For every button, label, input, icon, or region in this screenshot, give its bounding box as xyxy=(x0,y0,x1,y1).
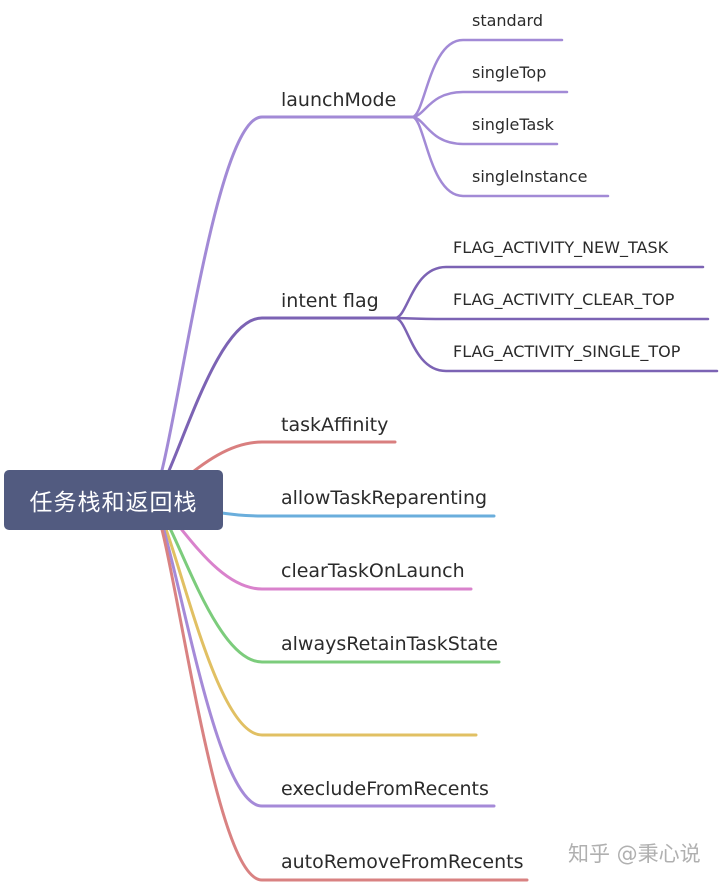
root-topic-label: 任务栈和返回栈 xyxy=(29,490,198,516)
topic-launchmode[interactable]: launchMode xyxy=(281,89,397,111)
topic-alwaysretaintaskstate[interactable]: alwaysRetainTaskState xyxy=(281,633,498,655)
subtopic-flag-clear-top[interactable]: FLAG_ACTIVITY_CLEAR_TOP xyxy=(453,290,675,309)
child-connector-0-0 xyxy=(410,38,564,119)
subtopic-singleinstance[interactable]: singleInstance xyxy=(472,167,588,186)
subtopic-singletask[interactable]: singleTask xyxy=(472,115,554,134)
subtopic-flag-single-top[interactable]: FLAG_ACTIVITY_SINGLE_TOP xyxy=(453,342,681,361)
subtopic-flag-new-task[interactable]: FLAG_ACTIVITY_NEW_TASK xyxy=(453,238,669,257)
topic-taskaffinity[interactable]: taskAffinity xyxy=(281,414,389,436)
topic-intent-flag[interactable]: intent flag xyxy=(281,290,379,312)
topic-allowtaskreparenting[interactable]: allowTaskReparenting xyxy=(281,487,488,509)
topic-cleartaskonlaunch[interactable]: clearTaskOnLaunch xyxy=(281,560,465,582)
child-connector-0-1 xyxy=(410,90,569,119)
child-connector-0-3 xyxy=(410,115,610,198)
root-topic[interactable]: 任务栈和返回栈 xyxy=(4,470,223,530)
watermark: 知乎 @秉心说 xyxy=(568,842,701,866)
subtopic-standard[interactable]: standard xyxy=(472,11,543,30)
child-connector-1-0 xyxy=(393,265,705,320)
branch-connector-6 xyxy=(148,498,478,737)
child-connector-1-1 xyxy=(393,316,710,321)
topic-execludefromrecents[interactable]: execludeFromRecents xyxy=(281,778,489,800)
child-connector-1-2 xyxy=(393,316,719,373)
subtopic-singletop[interactable]: singleTop xyxy=(472,63,547,82)
topic-autoremovefromrecents[interactable]: autoRemoveFromRecents xyxy=(281,851,524,873)
